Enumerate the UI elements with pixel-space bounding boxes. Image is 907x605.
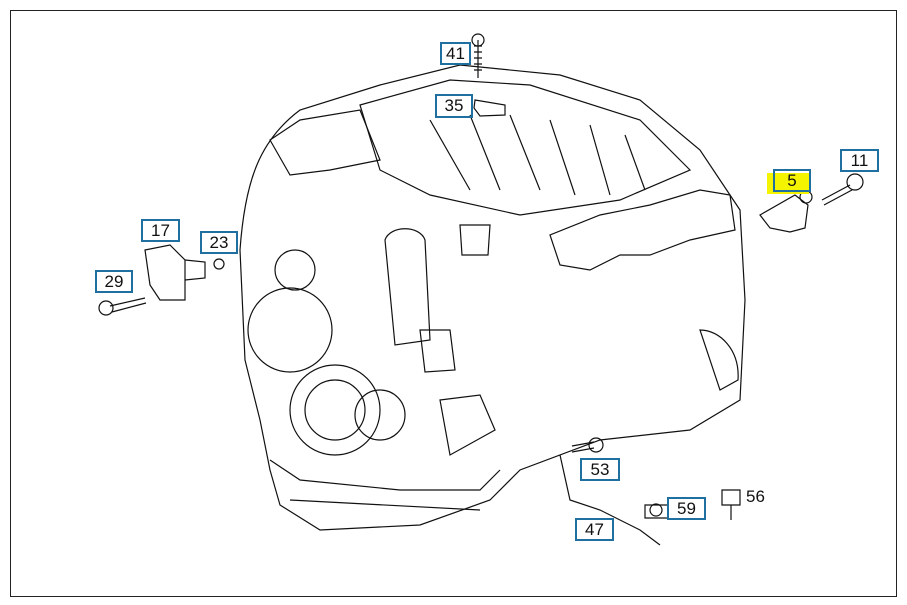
diagram-frame xyxy=(10,10,897,597)
callout-53[interactable]: 53 xyxy=(580,458,620,481)
callout-41[interactable]: 41 xyxy=(440,42,471,65)
callout-11[interactable]: 11 xyxy=(840,149,879,172)
callout-17[interactable]: 17 xyxy=(141,219,180,242)
callout-35[interactable]: 35 xyxy=(435,94,473,118)
callout-23[interactable]: 23 xyxy=(200,231,238,254)
callout-47[interactable]: 47 xyxy=(575,518,614,541)
parts xyxy=(98,33,864,546)
highlight-marker xyxy=(767,173,809,194)
callout-56[interactable]: 56 xyxy=(746,487,765,506)
callout-59[interactable]: 59 xyxy=(667,497,706,520)
callout-5-highlighted[interactable]: 5 xyxy=(773,169,811,192)
engine-block-outline xyxy=(239,64,746,531)
callout-29[interactable]: 29 xyxy=(95,270,133,293)
